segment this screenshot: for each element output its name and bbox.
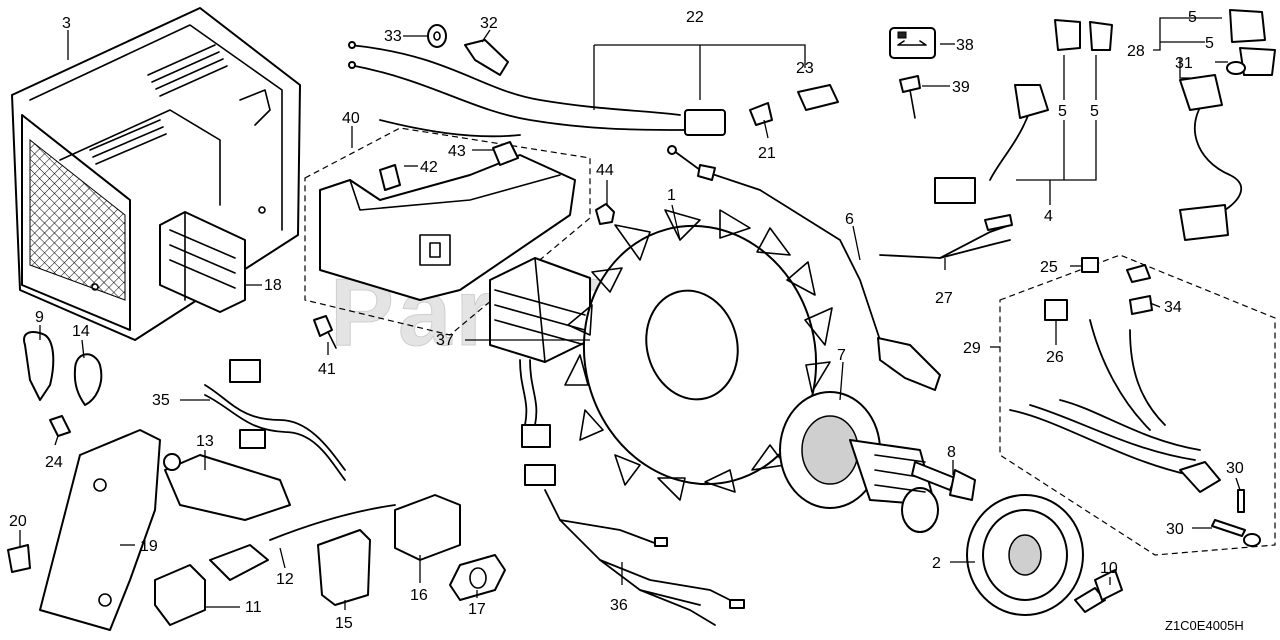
callout-43[interactable]: 43 — [448, 143, 466, 160]
callout-25[interactable]: 25 — [1040, 259, 1058, 276]
connector-26[interactable] — [1044, 299, 1068, 321]
callout-2[interactable]: 2 — [932, 555, 941, 572]
callout-40[interactable]: 40 — [342, 110, 360, 127]
callout-42[interactable]: 42 — [420, 159, 438, 176]
callout-19[interactable]: 19 — [140, 538, 158, 555]
regulator[interactable] — [489, 257, 591, 486]
fuse-holder-34[interactable] — [1126, 264, 1153, 315]
callout-35[interactable]: 35 — [152, 392, 170, 409]
callout-38[interactable]: 38 — [956, 37, 974, 54]
bracket-19[interactable] — [39, 429, 161, 631]
callout-30b[interactable]: 30 — [1166, 521, 1184, 538]
leader-lines — [19, 17, 1241, 610]
callout-27[interactable]: 27 — [935, 290, 953, 307]
pulley[interactable] — [966, 494, 1084, 616]
wire-harness[interactable] — [544, 489, 745, 626]
flywheel[interactable] — [555, 200, 844, 511]
bolt-41[interactable] — [313, 315, 337, 349]
key-switch-4[interactable] — [934, 19, 1113, 204]
callout-30a[interactable]: 30 — [1226, 460, 1244, 477]
callout-18[interactable]: 18 — [264, 277, 282, 294]
clip-42[interactable] — [379, 164, 401, 191]
relay-25[interactable] — [1081, 257, 1099, 273]
bolt-24[interactable] — [49, 415, 71, 437]
callout-21[interactable]: 21 — [758, 145, 776, 162]
primer-13[interactable] — [163, 453, 291, 521]
sub-harness-35[interactable] — [204, 359, 346, 481]
callout-39[interactable]: 39 — [952, 79, 970, 96]
callout-37[interactable]: 37 — [436, 332, 454, 349]
callout-23[interactable]: 23 — [796, 60, 814, 77]
holder-11[interactable] — [154, 564, 206, 626]
callout-31[interactable]: 31 — [1175, 55, 1193, 72]
clip-30a[interactable] — [1237, 489, 1245, 513]
callout-11[interactable]: 11 — [245, 599, 262, 616]
terminal-block[interactable] — [159, 211, 246, 313]
callout-5a[interactable]: 5 — [1058, 103, 1067, 120]
callout-32[interactable]: 32 — [480, 15, 498, 32]
pulse-generator[interactable] — [667, 145, 941, 391]
callout-10[interactable]: 10 — [1100, 560, 1118, 577]
callout-28[interactable]: 28 — [1127, 43, 1145, 60]
callout-5c[interactable]: 5 — [1188, 9, 1197, 26]
callout-44[interactable]: 44 — [596, 162, 614, 179]
bracket-15[interactable] — [317, 529, 371, 606]
fan-hub[interactable] — [779, 391, 939, 533]
callout-4[interactable]: 4 — [1044, 208, 1053, 225]
callout-34[interactable]: 34 — [1164, 299, 1182, 316]
callout-9[interactable]: 9 — [35, 309, 44, 326]
control-box-cover[interactable] — [11, 7, 301, 341]
callout-12[interactable]: 12 — [276, 571, 294, 588]
wire-27[interactable] — [879, 214, 1013, 259]
callout-29[interactable]: 29 — [963, 340, 981, 357]
callout-labels: 1 2 3 4 5 5 5 5 6 7 8 9 10 11 12 13 14 1… — [9, 9, 1244, 632]
callout-7[interactable]: 7 — [837, 347, 846, 364]
callout-14[interactable]: 14 — [72, 323, 90, 340]
callout-33[interactable]: 33 — [384, 28, 402, 45]
flange-bolt-8[interactable] — [911, 461, 976, 501]
sensor-12[interactable] — [209, 504, 396, 581]
callout-3[interactable]: 3 — [62, 15, 71, 32]
callout-26[interactable]: 26 — [1046, 349, 1064, 366]
washer-33[interactable] — [427, 24, 447, 48]
bolt-10[interactable] — [1074, 569, 1123, 613]
callout-6[interactable]: 6 — [845, 211, 854, 228]
callout-8[interactable]: 8 — [947, 444, 956, 461]
battery-box-assembly[interactable] — [304, 127, 591, 336]
callout-13[interactable]: 13 — [196, 433, 214, 450]
clamp-14[interactable] — [73, 353, 103, 406]
callout-16[interactable]: 16 — [410, 587, 428, 604]
bulb-21[interactable] — [749, 102, 773, 126]
callout-5d[interactable]: 5 — [1205, 35, 1214, 52]
callout-20[interactable]: 20 — [9, 513, 27, 530]
callout-22[interactable]: 22 — [686, 9, 704, 26]
cap-23[interactable] — [797, 84, 839, 111]
clip-20[interactable] — [7, 544, 31, 573]
callout-36[interactable]: 36 — [610, 597, 628, 614]
screw-39[interactable] — [899, 75, 921, 119]
callout-1[interactable]: 1 — [667, 187, 676, 204]
clip-30b[interactable] — [1211, 519, 1261, 547]
fuse-harness-assembly[interactable] — [999, 254, 1276, 556]
box-16[interactable] — [394, 494, 461, 561]
callout-24[interactable]: 24 — [45, 454, 63, 471]
callout-17[interactable]: 17 — [468, 601, 486, 618]
callout-41[interactable]: 41 — [318, 361, 336, 378]
fitting-32[interactable] — [464, 39, 509, 76]
key-switch-28[interactable] — [1179, 9, 1276, 241]
gasket-17[interactable] — [449, 554, 506, 601]
main-wire-harness[interactable] — [348, 41, 726, 138]
nut-44[interactable] — [595, 203, 615, 225]
diagram-code: Z1C0E4005H — [1165, 618, 1244, 633]
callout-5b[interactable]: 5 — [1090, 103, 1099, 120]
callout-15[interactable]: 15 — [335, 615, 353, 632]
clamp-9[interactable] — [23, 331, 55, 401]
label-38[interactable] — [889, 27, 936, 59]
bolt-43[interactable] — [492, 141, 519, 166]
